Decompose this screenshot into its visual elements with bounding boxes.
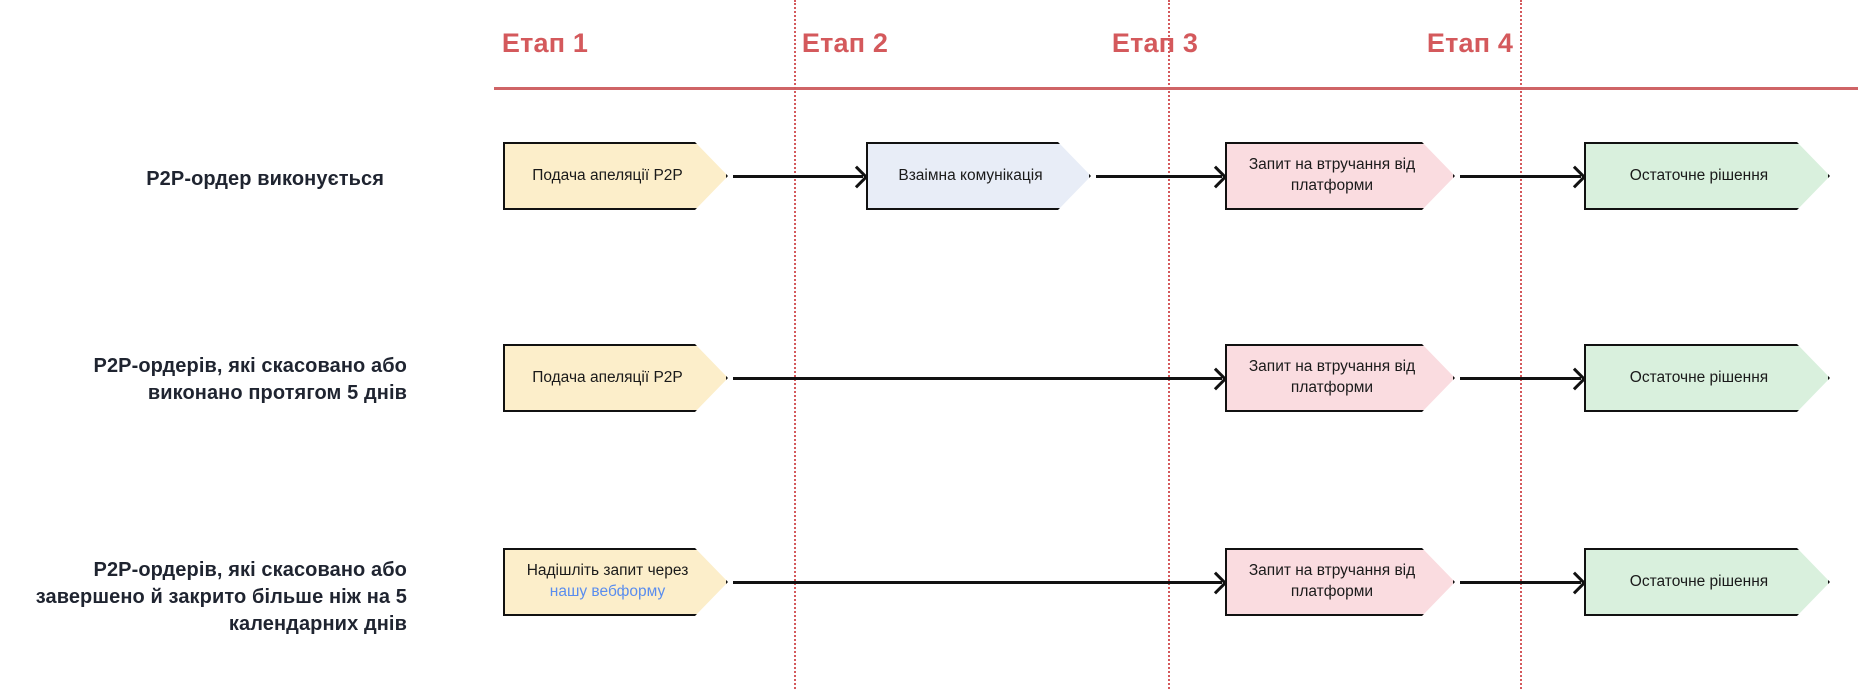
step-text-line: Остаточне рішення <box>1629 368 1769 386</box>
step-text: Подача апеляції P2P <box>532 166 683 187</box>
step-text: Подача апеляції P2P <box>532 368 683 389</box>
step-step-webform-request[interactable]: Надішліть запит через нашу вебформу <box>503 548 728 616</box>
step-step-platform-intervention[interactable]: Запит на втручання від платформи <box>1225 344 1455 412</box>
connector-arrow <box>733 377 1222 380</box>
stage-header-1: Етап 1 <box>501 28 589 58</box>
connector-arrow <box>733 175 863 178</box>
step-step-submit-appeal[interactable]: Подача апеляції P2P <box>503 344 728 412</box>
step-text: Запит на втручання від платформи <box>1249 561 1415 603</box>
step-text: Запит на втручання від платформи <box>1249 357 1415 399</box>
stage-header-4: Етап 4 <box>1426 28 1514 58</box>
stage-header-3: Етап 3 <box>1111 28 1199 58</box>
stage-divider-3 <box>1520 0 1522 689</box>
step-text-line: Запит на втручання від <box>1248 562 1416 580</box>
step-text: Остаточне рішення <box>1630 572 1768 593</box>
connector-arrow <box>733 581 1222 584</box>
step-text-line: Остаточне рішення <box>1629 572 1769 590</box>
webform-link[interactable]: нашу вебформу <box>549 583 666 600</box>
step-text-line: Запит на втручання від <box>1248 156 1416 174</box>
step-text-line: Остаточне рішення <box>1629 166 1769 184</box>
step-text-line: платформи <box>1290 583 1374 600</box>
step-step-final-decision[interactable]: Остаточне рішення <box>1584 344 1830 412</box>
step-text-line: Подача апеляції P2P <box>532 368 683 386</box>
step-step-final-decision[interactable]: Остаточне рішення <box>1584 142 1830 210</box>
row-label-row-order-in-progress: P2P-ордер виконується <box>146 168 384 190</box>
stage-header-2: Етап 2 <box>801 28 889 58</box>
row-label-row-cancelled-within-5-days: P2P-ордерів, які скасовано або виконано … <box>93 355 407 404</box>
step-text-line: платформи <box>1290 177 1374 194</box>
step-text: Надішліть запит через нашу вебформу <box>527 561 689 603</box>
connector-arrow <box>1460 175 1581 178</box>
step-step-platform-intervention[interactable]: Запит на втручання від платформи <box>1225 548 1455 616</box>
step-text-line: Запит на втручання від <box>1248 358 1416 376</box>
step-text: Остаточне рішення <box>1630 166 1768 187</box>
step-step-platform-intervention[interactable]: Запит на втручання від платформи <box>1225 142 1455 210</box>
step-text: Остаточне рішення <box>1630 368 1768 389</box>
connector-arrow <box>1096 175 1222 178</box>
step-step-submit-appeal[interactable]: Подача апеляції P2P <box>503 142 728 210</box>
step-text-line: Надішліть запит через <box>526 562 689 580</box>
stage-header-rule <box>494 87 1858 90</box>
step-text-line: Взаімна комунікація <box>898 166 1043 184</box>
row-label-row-closed-over-5-days: P2P-ордерів, які скасовано або завершено… <box>35 559 407 635</box>
step-text-line: Подача апеляції P2P <box>532 166 683 184</box>
step-step-mutual-communication[interactable]: Взаімна комунікація <box>866 142 1091 210</box>
step-text-line: платформи <box>1290 379 1374 396</box>
stage-divider-1 <box>794 0 796 689</box>
connector-arrow <box>1460 377 1581 380</box>
stage-divider-2 <box>1168 0 1170 689</box>
step-text: Взаімна комунікація <box>898 166 1042 187</box>
step-text: Запит на втручання від платформи <box>1249 155 1415 197</box>
connector-arrow <box>1460 581 1581 584</box>
step-step-final-decision[interactable]: Остаточне рішення <box>1584 548 1830 616</box>
